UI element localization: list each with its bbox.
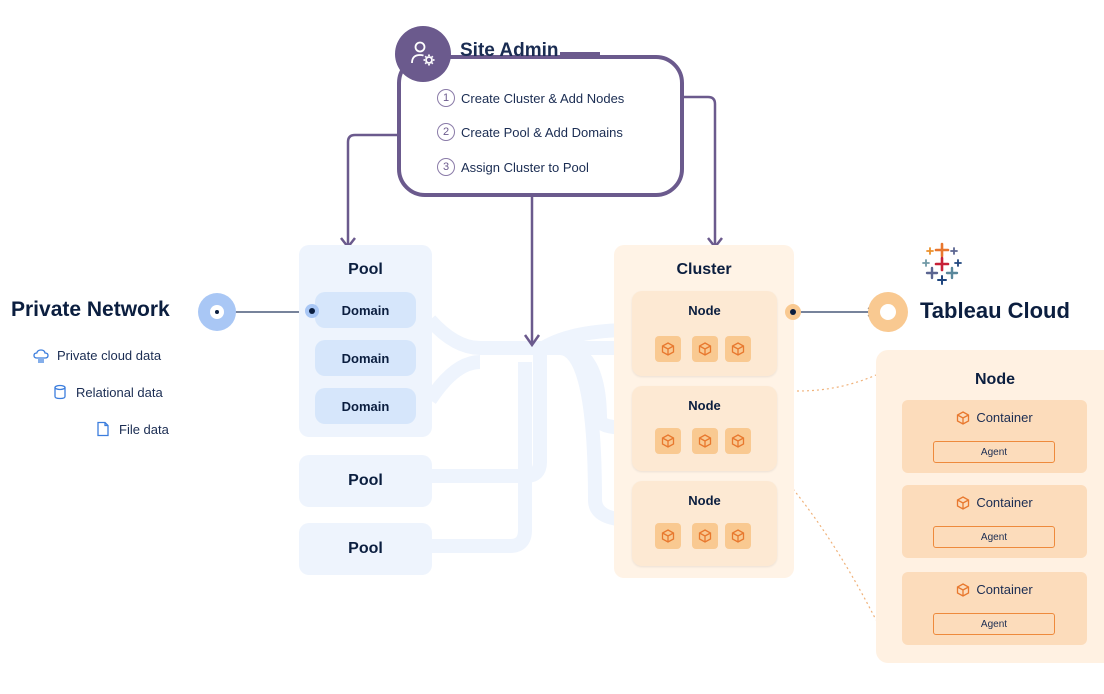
node-title: Node — [688, 398, 721, 413]
data-source-label: File data — [119, 421, 169, 437]
container-card: Container Agent — [902, 572, 1087, 645]
site-admin-title: Site Admin — [460, 40, 559, 61]
data-source-file: File data — [95, 421, 169, 437]
agent-box: Agent — [933, 526, 1055, 548]
cluster-connector-dot — [785, 304, 801, 320]
admin-title-underline — [560, 52, 600, 56]
cube-icon — [725, 428, 751, 454]
cube-icon — [725, 336, 751, 362]
pool-title: Pool — [348, 540, 383, 557]
cube-icon — [655, 336, 681, 362]
domain-item: Domain — [315, 388, 416, 424]
cluster-title: Cluster — [676, 261, 732, 278]
node-card: Node — [632, 481, 777, 566]
database-icon — [54, 384, 66, 400]
node-card: Node — [632, 291, 777, 376]
container-name: Container — [976, 410, 1033, 425]
domain-item: Domain — [315, 292, 416, 328]
step-number: 1 — [437, 89, 455, 107]
cube-icon — [655, 523, 681, 549]
admin-step-1: 1 Create Cluster & Add Nodes — [437, 87, 624, 109]
container-label: Container — [902, 582, 1087, 597]
tableau-logo-icon — [922, 242, 962, 285]
cube-icon — [725, 523, 751, 549]
step-label: Assign Cluster to Pool — [461, 159, 589, 175]
cloud-database-icon — [33, 349, 49, 363]
cube-icon — [957, 410, 970, 425]
container-label: Container — [902, 410, 1087, 425]
zoom-line-bottom — [776, 469, 877, 621]
step-number: 2 — [437, 123, 455, 141]
data-source-label: Private cloud data — [57, 347, 162, 363]
pool-title: Pool — [348, 261, 383, 278]
domain-item: Domain — [315, 340, 416, 376]
admin-user-gear-icon — [395, 26, 451, 82]
data-source-relational: Relational data — [52, 384, 163, 400]
pool-trunk-connectors — [424, 315, 633, 553]
cube-icon — [692, 428, 718, 454]
node-card: Node — [632, 386, 777, 471]
node-title: Node — [688, 493, 721, 508]
admin-step-2: 2 Create Pool & Add Domains — [437, 121, 623, 143]
data-source-label: Relational data — [76, 384, 163, 400]
cube-icon — [692, 336, 718, 362]
cube-icon — [655, 428, 681, 454]
cube-icon — [957, 495, 970, 510]
cube-icon — [957, 582, 970, 597]
step-label: Create Cluster & Add Nodes — [461, 90, 625, 106]
container-label: Container — [902, 495, 1087, 510]
pool-panel: Pool — [299, 523, 432, 575]
node-detail-title: Node — [975, 371, 1015, 388]
step-label: Create Pool & Add Domains — [461, 124, 623, 140]
private-network-title: Private Network — [11, 298, 170, 321]
cube-icon — [692, 523, 718, 549]
step-number: 3 — [437, 158, 455, 176]
network-endpoint-icon — [198, 293, 236, 331]
agent-box: Agent — [933, 441, 1055, 463]
container-name: Container — [976, 495, 1033, 510]
node-title: Node — [688, 303, 721, 318]
container-card: Container Agent — [902, 400, 1087, 473]
tableau-cloud-title: Tableau Cloud — [920, 298, 1070, 323]
file-icon — [97, 421, 109, 437]
pool-panel: Pool — [299, 455, 432, 507]
data-source-private-cloud: Private cloud data — [33, 347, 161, 363]
cloud-endpoint-icon — [868, 292, 908, 332]
admin-step-3: 3 Assign Cluster to Pool — [437, 156, 589, 178]
domain-connector-dot — [305, 304, 319, 318]
container-card: Container Agent — [902, 485, 1087, 558]
pool-title: Pool — [348, 472, 383, 489]
agent-box: Agent — [933, 613, 1055, 635]
container-name: Container — [976, 582, 1033, 597]
